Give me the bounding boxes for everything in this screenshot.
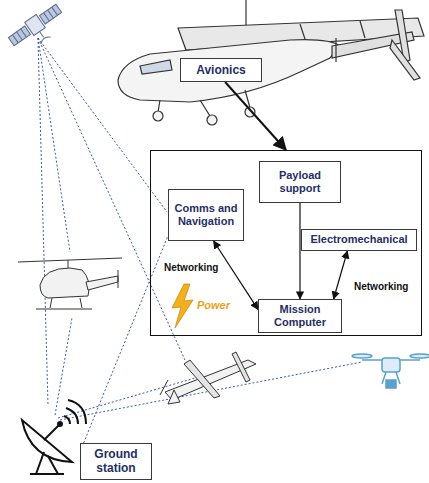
ground-dish-icon xyxy=(22,400,86,474)
node-text: Electromechanical xyxy=(310,233,407,246)
process-box: Comms and Navigation xyxy=(168,189,244,241)
connector xyxy=(225,82,286,150)
power-bolt xyxy=(172,284,193,328)
power-label: Power xyxy=(197,299,230,311)
satellite-icon xyxy=(7,2,70,57)
process-box: Mission Computer xyxy=(258,299,342,333)
node-text: Comms and Navigation xyxy=(174,202,238,228)
process-box: Electromechanical xyxy=(301,229,417,251)
small-plane-icon xyxy=(160,352,256,404)
connector xyxy=(84,236,168,443)
avionics-panel: Power Payload supportComms and Navigation… xyxy=(150,150,422,336)
edge-label: Networking xyxy=(162,262,220,273)
node-text: Avionics xyxy=(196,63,246,77)
process-box: Payload support xyxy=(259,161,341,203)
ground-station-box: Ground station xyxy=(80,443,152,480)
avionics-box: Avionics xyxy=(180,58,262,82)
connector xyxy=(334,251,348,299)
node-text: Payload support xyxy=(265,169,335,195)
node-text: Mission Computer xyxy=(264,303,336,329)
uav-plane xyxy=(118,0,424,125)
node-text: Ground station xyxy=(86,447,146,476)
connector xyxy=(299,203,300,299)
drone-icon xyxy=(352,354,429,388)
helicopter-icon xyxy=(18,258,122,309)
edge-label: Networking xyxy=(352,281,410,292)
